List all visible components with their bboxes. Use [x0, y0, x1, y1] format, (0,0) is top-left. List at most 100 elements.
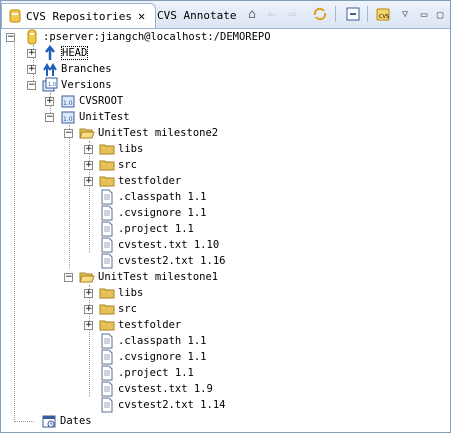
forward-arrow-icon[interactable]: ⇨ [288, 6, 296, 22]
file-label: cvstest.txt 1.9 [118, 383, 213, 395]
collapse-toggle-icon[interactable]: − [27, 79, 36, 90]
tab-cvs-repositories[interactable]: CVS Repositories ✕ [1, 3, 156, 28]
tree-item-head[interactable]: + HEAD [27, 45, 89, 61]
expand-toggle-icon[interactable]: + [84, 143, 93, 154]
branches-icon [43, 63, 57, 76]
folder-icon [99, 304, 115, 315]
unittest-label: UnitTest [79, 111, 130, 123]
folder-icon [99, 176, 115, 187]
project-version-icon: 1.0 [61, 95, 75, 108]
expand-toggle-icon[interactable]: + [45, 95, 54, 106]
collapse-toggle-icon[interactable]: − [6, 31, 15, 42]
maximize-icon[interactable]: ▢ [436, 7, 444, 21]
file-icon [101, 253, 113, 269]
folder-icon [99, 144, 115, 155]
dates-icon [42, 415, 56, 428]
tree-item-ms2-src[interactable]: + src [84, 157, 137, 173]
view-menu-icon[interactable]: ▽ [401, 8, 409, 20]
tree-guide-line [14, 421, 34, 422]
folder-label: libs [118, 287, 144, 299]
expand-toggle-icon[interactable]: + [84, 159, 93, 170]
tree-guide-line [89, 285, 90, 397]
tree-item-ms1-src[interactable]: + src [84, 301, 137, 317]
tree-item-ms1-file[interactable]: cvstest2.txt 1.14 [99, 397, 225, 413]
tree-item-unittest-milestone1[interactable]: − UnitTest milestone1 [64, 269, 218, 285]
collapse-toggle-icon[interactable]: − [64, 271, 73, 282]
folder-icon [99, 320, 115, 331]
tree-guide-line [69, 125, 70, 269]
tree-item-ms1-testfolder[interactable]: + testfolder [84, 317, 181, 333]
folder-label: src [118, 159, 137, 171]
folder-label: testfolder [118, 319, 182, 331]
svg-text:CVS: CVS [379, 14, 389, 20]
tree-item-ms1-libs[interactable]: + libs [84, 285, 143, 301]
tree-item-unittest[interactable]: − 1.0 UnitTest [45, 109, 130, 125]
svg-text:1.0: 1.0 [63, 100, 73, 107]
folder-icon [99, 160, 115, 171]
back-arrow-icon[interactable]: ⇦ [268, 6, 276, 22]
tree-item-ms1-file[interactable]: cvstest.txt 1.9 [99, 381, 213, 397]
dates-label: Dates [60, 415, 92, 427]
file-icon [101, 365, 113, 381]
tree-item-branches[interactable]: + Branches [27, 61, 112, 77]
tab-cvs-annotate-label: CVS Annotate [157, 8, 237, 22]
file-icon [101, 349, 113, 365]
expand-toggle-icon[interactable]: + [27, 47, 36, 58]
toolbar-separator [335, 6, 336, 22]
file-label: cvstest2.txt 1.14 [118, 399, 226, 411]
tree-item-versions[interactable]: − 1.0 Versions [27, 77, 112, 93]
file-label: cvstest2.txt 1.16 [118, 255, 226, 267]
collapse-all-icon[interactable] [345, 6, 361, 22]
expand-toggle-icon[interactable]: + [27, 63, 36, 74]
svg-text:1.0: 1.0 [48, 82, 56, 88]
tree-item-ms2-file[interactable]: .cvsignore 1.1 [99, 205, 207, 221]
tree-item-unittest-milestone2[interactable]: − UnitTest milestone2 [64, 125, 218, 141]
tree-item-ms2-file[interactable]: .project 1.1 [99, 221, 194, 237]
tree-item-ms2-file[interactable]: .classpath 1.1 [99, 189, 207, 205]
file-icon [101, 237, 113, 253]
tree-item-ms1-file[interactable]: .cvsignore 1.1 [99, 349, 207, 365]
new-repository-location-icon[interactable]: CVS [375, 6, 391, 22]
close-tab-icon[interactable]: ✕ [137, 9, 146, 23]
expand-toggle-icon[interactable]: + [84, 287, 93, 298]
file-label: .classpath 1.1 [118, 191, 207, 203]
view-tab-bar: CVS Repositories ✕ CVS Annotate ⌂ ⇦ ⇨ CV… [1, 1, 450, 29]
tab-cvs-annotate[interactable]: CVS Annotate [157, 3, 237, 27]
folder-label: testfolder [118, 175, 182, 187]
tree-item-ms2-file[interactable]: cvstest.txt 1.10 [99, 237, 219, 253]
expand-toggle-icon[interactable]: + [84, 319, 93, 330]
expand-toggle-icon[interactable]: + [84, 303, 93, 314]
open-folder-icon [79, 272, 95, 283]
tree-item-cvsroot[interactable]: + 1.0 CVSROOT [45, 93, 123, 109]
svg-text:1.0: 1.0 [63, 116, 73, 123]
tree-item-ms1-file[interactable]: .project 1.1 [99, 365, 194, 381]
tree-item-ms2-testfolder[interactable]: + testfolder [84, 173, 181, 189]
toolbar-separator [367, 6, 368, 22]
file-label: .cvsignore 1.1 [118, 351, 207, 363]
expand-toggle-icon[interactable]: + [84, 175, 93, 186]
cvs-repository-icon [9, 9, 21, 23]
repository-tree: − :pserver:jiangch@localhost:/DEMOREPO +… [1, 29, 450, 432]
tree-item-ms2-libs[interactable]: + libs [84, 141, 143, 157]
collapse-toggle-icon[interactable]: − [45, 111, 54, 122]
tree-item-repository-root[interactable]: − :pserver:jiangch@localhost:/DEMOREPO [6, 29, 271, 45]
file-icon [101, 397, 113, 413]
versions-icon: 1.0 [42, 77, 58, 92]
branches-label: Branches [61, 63, 112, 75]
milestone2-label: UnitTest milestone2 [98, 127, 219, 139]
file-icon [101, 205, 113, 221]
tree-item-ms2-file[interactable]: cvstest2.txt 1.16 [99, 253, 225, 269]
collapse-toggle-icon[interactable]: − [64, 127, 73, 138]
file-label: cvstest.txt 1.10 [118, 239, 220, 251]
file-label: .project 1.1 [118, 367, 194, 379]
link-with-editor-icon[interactable] [312, 6, 328, 22]
cvsroot-label: CVSROOT [79, 95, 124, 107]
open-folder-icon [79, 128, 95, 139]
project-version-icon: 1.0 [61, 111, 75, 124]
minimize-icon[interactable]: ▭ [420, 7, 428, 21]
file-label: .cvsignore 1.1 [118, 207, 207, 219]
tree-item-dates[interactable]: Dates [41, 413, 92, 429]
tree-item-ms1-file[interactable]: .classpath 1.1 [99, 333, 207, 349]
home-icon[interactable]: ⌂ [248, 6, 256, 22]
